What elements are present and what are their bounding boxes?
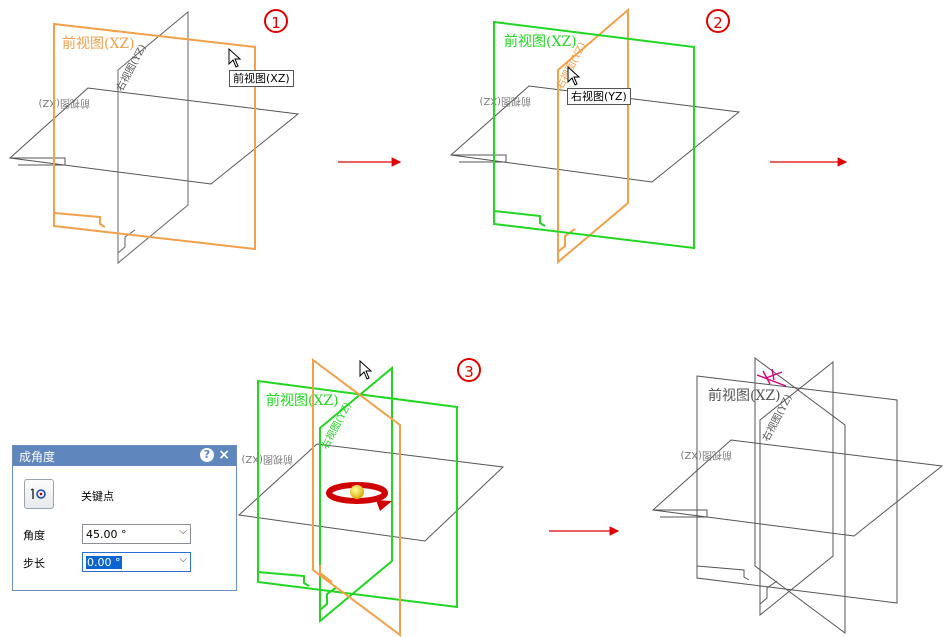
step-field[interactable]: 0.00 ° ⌵ — [82, 552, 191, 572]
angle-field[interactable]: 45.00 ° ⌵ — [82, 524, 191, 544]
step3-top-plane-label: 前视图(XZ) — [241, 453, 293, 466]
step1-front-plane[interactable] — [53, 22, 256, 251]
angled-plane-dialog[interactable]: 成角度 ? × 关键点 角度 45.00 ° ⌵ 步长 0.00 ° ⌵ — [12, 445, 237, 591]
new-plane-marker — [756, 368, 787, 387]
step2-top-plane[interactable] — [449, 85, 741, 183]
keypoint-label: 关键点 — [81, 490, 114, 503]
dialog-title: 成角度 — [19, 450, 56, 464]
step-value: 0.00 ° — [86, 556, 122, 569]
step3-top-plane[interactable] — [237, 443, 505, 542]
step-badge-2: 2 — [706, 9, 730, 33]
step-label: 步长 — [23, 557, 45, 570]
step3-front-plane-label: 前视图(XZ) — [266, 392, 339, 409]
step3-front-plane[interactable] — [257, 379, 458, 609]
rotation-handle-icon[interactable] — [326, 482, 392, 511]
hover-tooltip-front: 前视图(XZ) — [229, 70, 294, 87]
result-new-angled-plane[interactable] — [754, 357, 846, 634]
keypoint-icon — [30, 488, 46, 499]
help-icon[interactable]: ? — [200, 448, 214, 462]
hover-tooltip-right: 右视图(YZ) — [567, 88, 631, 105]
step1-top-plane-label: 前视图(XZ) — [38, 97, 90, 110]
step-badge-1: 1 — [264, 9, 288, 33]
step1-front-plane-label: 前视图(XZ) — [62, 35, 135, 52]
close-icon[interactable]: × — [218, 447, 230, 463]
step-badge-3: 3 — [457, 358, 481, 382]
result-front-plane-label: 前视图(XZ) — [708, 387, 781, 404]
cursor-arrow-icon — [228, 47, 242, 68]
result-top-plane-label: 前视图(XZ) — [680, 449, 732, 462]
result-front-plane[interactable] — [696, 375, 898, 604]
keypoint-button[interactable] — [24, 479, 54, 509]
angle-value: 45.00 ° — [86, 528, 127, 541]
step3-angled-preview-plane[interactable] — [312, 358, 401, 637]
step3-right-plane[interactable] — [319, 365, 393, 624]
result-right-plane[interactable] — [759, 360, 834, 617]
dialog-titlebar[interactable]: 成角度 ? × — [13, 446, 236, 466]
step2-front-plane[interactable] — [493, 20, 695, 250]
step2-top-plane-label: 前视图(XZ) — [479, 95, 531, 108]
step1-model: 前视图(XZ) 右视图(YZ) 前视图(XZ) — [8, 10, 300, 265]
result-model: 前视图(XZ) 前视图(XZ) 右视图(YZ) — [651, 357, 944, 634]
cursor-arrow-icon — [567, 65, 581, 86]
chevron-down-icon[interactable]: ⌵ — [179, 554, 187, 565]
step1-top-plane[interactable] — [8, 87, 300, 185]
chevron-down-icon[interactable]: ⌵ — [179, 526, 187, 537]
step2-model: 前视图(XZ) 右视图(YZ) 前视图(XZ) — [449, 7, 741, 265]
angle-label: 角度 — [23, 529, 45, 542]
step2-front-plane-label: 前视图(XZ) — [504, 33, 577, 50]
result-top-plane[interactable] — [651, 439, 944, 537]
step1-right-plane[interactable] — [117, 10, 189, 265]
cursor-arrow-icon — [359, 359, 373, 380]
